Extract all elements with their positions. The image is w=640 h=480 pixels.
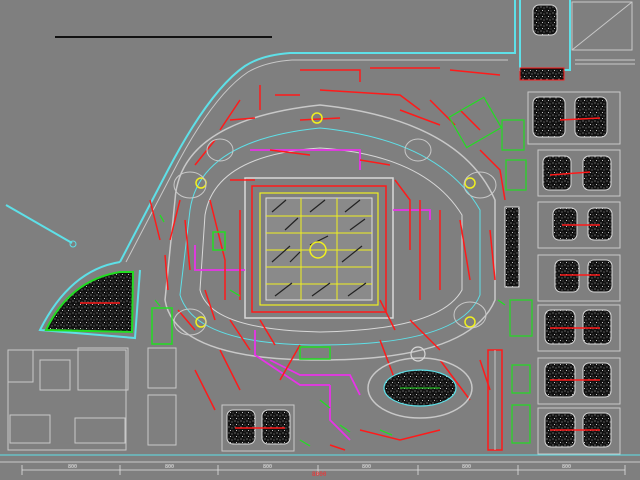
oval-pool [367, 346, 473, 419]
dimension-total-label: 8000 [312, 471, 327, 478]
speckled-planter-icon [532, 96, 566, 138]
left-lower-rooms [0, 347, 640, 463]
dimension-line [21, 465, 626, 475]
left-planter [44, 271, 135, 334]
dimension-label: 800 [362, 464, 371, 470]
dimension-label: 800 [165, 464, 174, 470]
wall-inner [125, 59, 508, 263]
round-fixture-icon [309, 241, 327, 259]
red-circuits [149, 67, 506, 451]
right-shafts [448, 67, 565, 451]
dimension-label: 800 [263, 464, 272, 470]
right-rooms [221, 4, 621, 455]
dimension-label: 800 [462, 464, 471, 470]
column-blobs [173, 138, 497, 336]
green-marks [154, 214, 506, 447]
central-oval-ring [164, 104, 496, 361]
diagonal-wall-stub [5, 204, 73, 244]
top-right-detail [571, 1, 635, 65]
dimension-label: 800 [562, 464, 571, 470]
dimension-label: 800 [68, 464, 77, 470]
central-atrium [244, 177, 394, 319]
magenta-circuits [194, 149, 431, 441]
junction-box-icon [151, 231, 331, 360]
